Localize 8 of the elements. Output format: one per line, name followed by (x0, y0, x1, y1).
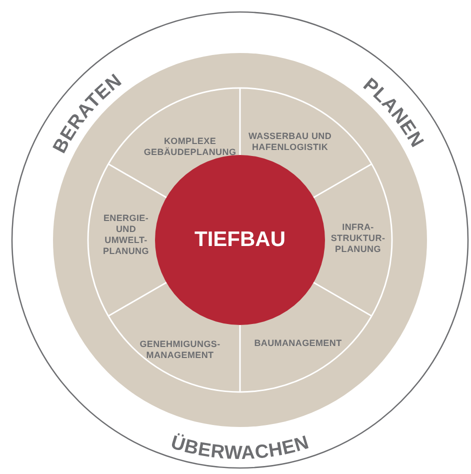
ring-label: ÜBERWACHEN (168, 432, 312, 464)
segment-label: GENEHMIGUNGS- MANAGEMENT (132, 339, 228, 361)
outer-ring (12, 12, 468, 468)
segment-label: ENERGIE- UND UMWELT- PLANUNG (97, 213, 155, 257)
segment-label: WASSERBAU UND HAFENLOGISTIK (246, 131, 334, 153)
segment-label: INFRA- STRUKTUR- PLANUNG (327, 222, 389, 254)
segment-label: KOMPLEXE GEBÄUDEPLANUNG (140, 136, 240, 158)
segment-label: BAUMANAGEMENT (238, 338, 358, 348)
